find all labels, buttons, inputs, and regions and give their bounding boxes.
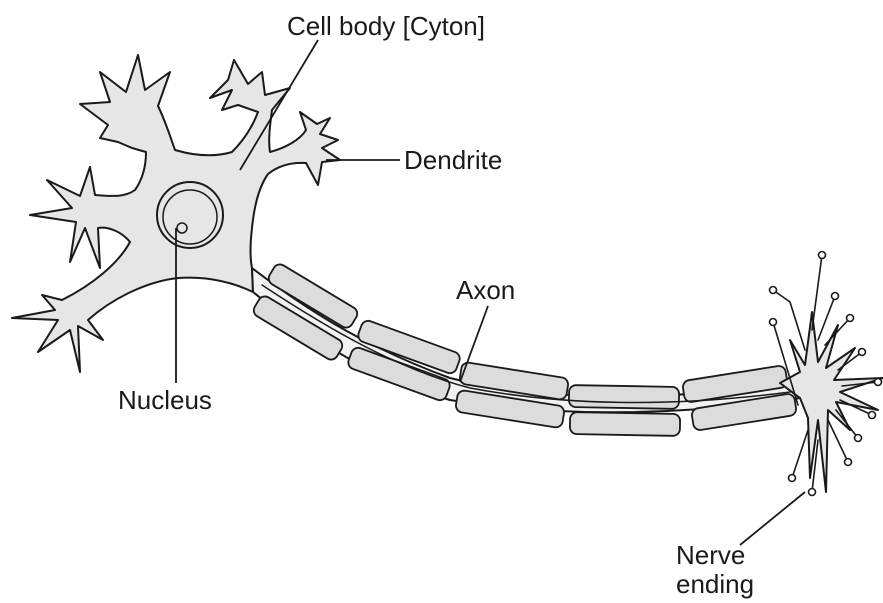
- sheath-segment: [569, 385, 679, 409]
- axon-label: Axon: [456, 276, 515, 305]
- nerve-ending-label-line1: Nerve: [676, 541, 754, 570]
- nerve-ending-label: Nerve ending: [676, 541, 754, 599]
- sheath-segment: [570, 412, 680, 436]
- nerve-ending-leader: [740, 492, 805, 545]
- nerve-ending-label-line2: ending: [676, 570, 754, 599]
- cell-body-label: Cell body [Cyton]: [287, 12, 485, 41]
- nucleus-label: Nucleus: [118, 386, 212, 415]
- dendrite-label: Dendrite: [404, 146, 502, 175]
- nucleus-outer: [157, 182, 223, 248]
- myelin-sheath: [251, 262, 797, 436]
- neuron-drawing: [12, 55, 883, 496]
